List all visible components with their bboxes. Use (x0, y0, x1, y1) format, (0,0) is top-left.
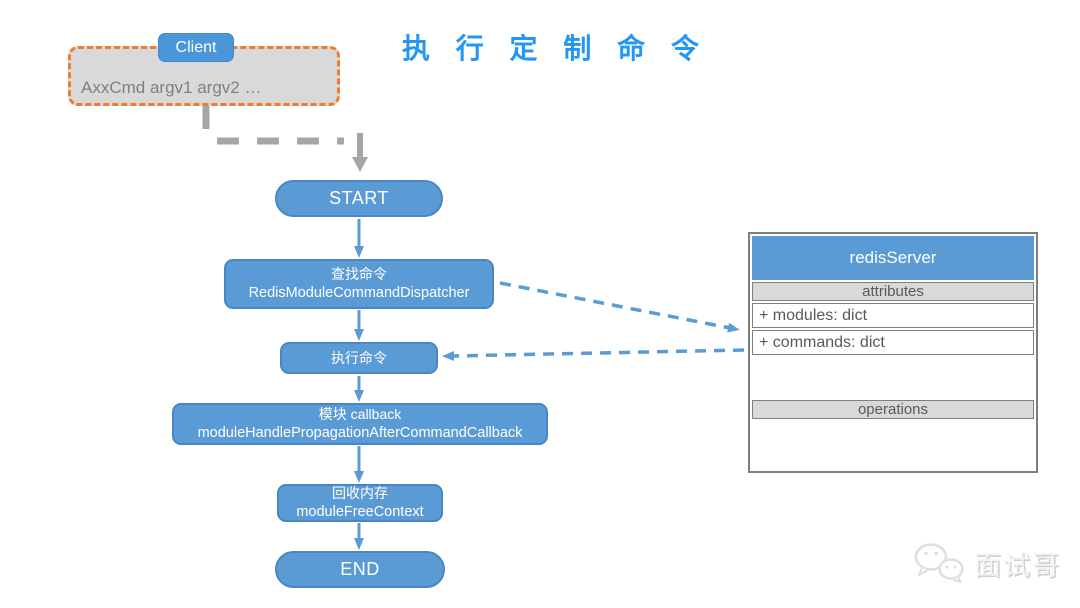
flow-node-exec-command: 执行命令 (280, 342, 438, 374)
flow-node-callback-label-zh: 模块 callback (318, 406, 402, 423)
flow-node-end-label: END (340, 559, 380, 580)
arrow-lookup-to-redisserver (499, 281, 740, 333)
arrow-redisserver-to-exec (442, 348, 745, 361)
flow-node-start: START (275, 180, 443, 217)
flow-node-start-label: START (329, 188, 389, 209)
class-box-redisserver: redisServer attributes + modules: dict +… (748, 232, 1038, 473)
class-box-title: redisServer (752, 236, 1034, 280)
class-attribute-modules: + modules: dict (752, 303, 1034, 328)
flow-node-exec-label-zh: 执行命令 (331, 349, 387, 366)
flow-node-lookup-label-en: RedisModuleCommandDispatcher (248, 284, 470, 301)
flow-node-end: END (275, 551, 445, 588)
flow-node-callback-label-en: moduleHandlePropagationAfterCommandCallb… (197, 424, 523, 441)
flow-node-free-label-zh: 回收内存 (332, 485, 388, 502)
page-title: 执 行 定 制 命 令 (402, 33, 708, 64)
class-attributes-empty-area (752, 357, 1034, 398)
class-attribute-commands: + commands: dict (752, 330, 1034, 355)
client-command-text: AxxCmd argv1 argv2 … (81, 78, 262, 97)
flow-node-free-memory: 回收内存 moduleFreeContext (277, 484, 443, 522)
flow-node-lookup-command: 查找命令 RedisModuleCommandDispatcher (224, 259, 494, 309)
client-label: Client (158, 33, 234, 62)
class-section-operations: operations (752, 400, 1034, 419)
watermark: 面试哥 (912, 541, 1061, 585)
class-operations-empty-area (752, 421, 1034, 469)
flow-node-free-label-en: moduleFreeContext (296, 503, 424, 520)
wechat-icon (914, 543, 964, 583)
flow-node-module-callback: 模块 callback moduleHandlePropagationAfter… (172, 403, 548, 445)
class-section-attributes: attributes (752, 282, 1034, 301)
flow-node-lookup-label-zh: 查找命令 (331, 265, 387, 282)
watermark-text: 面试哥 (974, 550, 1061, 581)
